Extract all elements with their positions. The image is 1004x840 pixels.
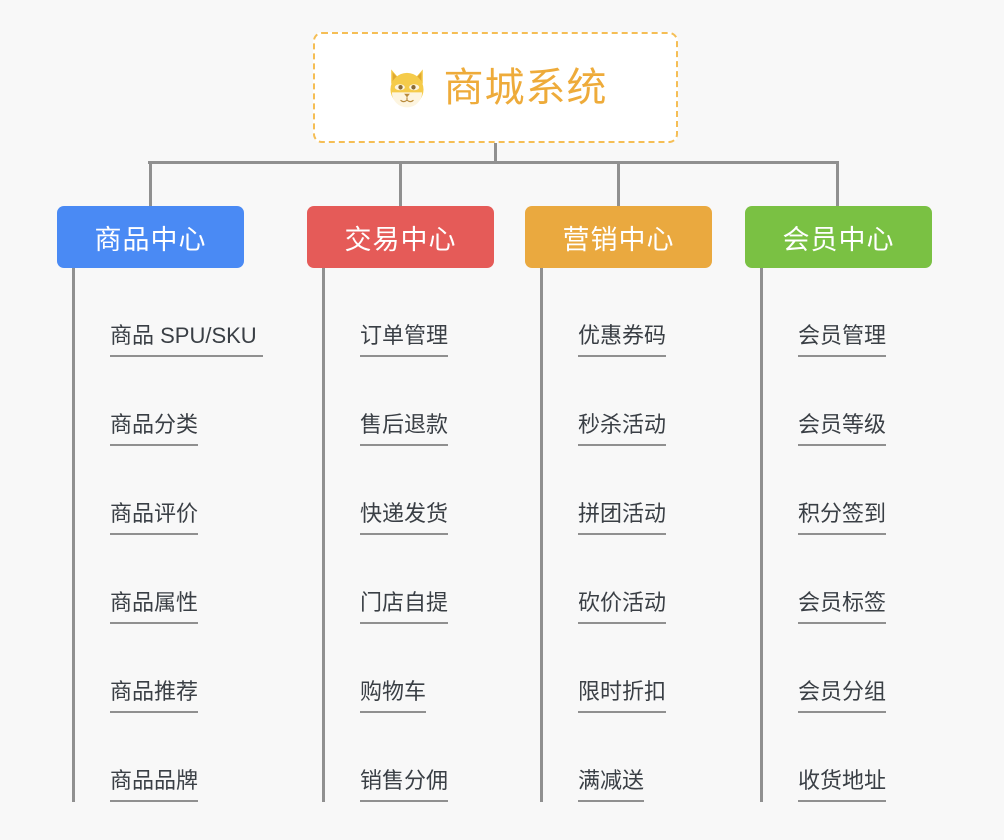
leaf-label: 会员管理 bbox=[798, 325, 887, 357]
leaf-label: 拼团活动 bbox=[578, 503, 667, 535]
leaf-label: 门店自提 bbox=[360, 592, 449, 624]
leaf-item[interactable]: 商品评价 bbox=[77, 446, 263, 535]
connector-drop-product-center bbox=[149, 161, 152, 206]
leaf-label: 购物车 bbox=[360, 681, 427, 713]
connector-drop-member-center bbox=[836, 161, 839, 206]
leaf-label: 商品属性 bbox=[110, 592, 199, 624]
leaf-label: 商品 SPU/SKU bbox=[110, 325, 263, 357]
leaf-item[interactable]: 满减送 bbox=[545, 713, 712, 802]
leaf-label: 会员等级 bbox=[798, 414, 887, 446]
branch-header-product-center[interactable]: 商品中心 bbox=[57, 206, 244, 268]
leaf-item[interactable]: 限时折扣 bbox=[545, 624, 712, 713]
branch-items-trade-center: 订单管理 售后退款 快递发货 门店自提 购物车 销售分佣 bbox=[322, 268, 494, 802]
branch-items-product-center: 商品 SPU/SKU 商品分类 商品评价 商品属性 商品推荐 商品品牌 bbox=[72, 268, 263, 802]
leaf-item[interactable]: 商品属性 bbox=[77, 535, 263, 624]
leaf-label: 商品评价 bbox=[110, 503, 199, 535]
connector-root-stem bbox=[494, 143, 497, 163]
leaf-item[interactable]: 秒杀活动 bbox=[545, 357, 712, 446]
leaf-item[interactable]: 商品分类 bbox=[77, 357, 263, 446]
shiba-dog-face-icon bbox=[389, 68, 424, 107]
leaf-label: 积分签到 bbox=[798, 503, 887, 535]
branch-trade-center: 交易中心 订单管理 售后退款 快递发货 门店自提 购物车 销售分佣 bbox=[307, 206, 494, 802]
leaf-item[interactable]: 会员等级 bbox=[765, 357, 932, 446]
leaf-item[interactable]: 快递发货 bbox=[327, 446, 494, 535]
leaf-item[interactable]: 售后退款 bbox=[327, 357, 494, 446]
leaf-label: 商品品牌 bbox=[110, 770, 199, 802]
branch-product-center: 商品中心 商品 SPU/SKU 商品分类 商品评价 商品属性 商品推荐 商品品牌 bbox=[57, 206, 263, 802]
leaf-item[interactable]: 会员管理 bbox=[765, 268, 932, 357]
branch-member-center: 会员中心 会员管理 会员等级 积分签到 会员标签 会员分组 收货地址 bbox=[745, 206, 932, 802]
leaf-item[interactable]: 收货地址 bbox=[765, 713, 932, 802]
leaf-item[interactable]: 门店自提 bbox=[327, 535, 494, 624]
branch-header-member-center[interactable]: 会员中心 bbox=[745, 206, 932, 268]
leaf-item[interactable]: 商品推荐 bbox=[77, 624, 263, 713]
leaf-label: 快递发货 bbox=[360, 503, 449, 535]
leaf-item[interactable]: 商品品牌 bbox=[77, 713, 263, 802]
leaf-label: 商品推荐 bbox=[110, 681, 199, 713]
branch-marketing-center: 营销中心 优惠券码 秒杀活动 拼团活动 砍价活动 限时折扣 满减送 bbox=[525, 206, 712, 802]
leaf-label: 售后退款 bbox=[360, 414, 449, 446]
leaf-label: 销售分佣 bbox=[360, 770, 449, 802]
leaf-item[interactable]: 商品 SPU/SKU bbox=[77, 268, 263, 357]
leaf-item[interactable]: 砍价活动 bbox=[545, 535, 712, 624]
branch-items-member-center: 会员管理 会员等级 积分签到 会员标签 会员分组 收货地址 bbox=[760, 268, 932, 802]
leaf-label: 限时折扣 bbox=[578, 681, 667, 713]
leaf-item[interactable]: 积分签到 bbox=[765, 446, 932, 535]
leaf-item[interactable]: 销售分佣 bbox=[327, 713, 494, 802]
leaf-item[interactable]: 拼团活动 bbox=[545, 446, 712, 535]
leaf-label: 砍价活动 bbox=[578, 592, 667, 624]
leaf-item[interactable]: 会员标签 bbox=[765, 535, 932, 624]
leaf-label: 会员标签 bbox=[798, 592, 887, 624]
leaf-label: 会员分组 bbox=[798, 681, 887, 713]
leaf-label: 订单管理 bbox=[360, 325, 449, 357]
branch-header-trade-center[interactable]: 交易中心 bbox=[307, 206, 494, 268]
leaf-label: 满减送 bbox=[578, 770, 645, 802]
branch-items-marketing-center: 优惠券码 秒杀活动 拼团活动 砍价活动 限时折扣 满减送 bbox=[540, 268, 712, 802]
leaf-item[interactable]: 订单管理 bbox=[327, 268, 494, 357]
leaf-label: 商品分类 bbox=[110, 414, 199, 446]
leaf-item[interactable]: 购物车 bbox=[327, 624, 494, 713]
connector-horizontal-bus bbox=[148, 161, 839, 164]
root-title: 商城系统 bbox=[443, 65, 608, 110]
leaf-item[interactable]: 会员分组 bbox=[765, 624, 932, 713]
root-node-mall-system[interactable]: 商城系统 bbox=[313, 32, 678, 143]
leaf-label: 收货地址 bbox=[798, 770, 887, 802]
leaf-label: 优惠券码 bbox=[578, 325, 667, 357]
branch-header-marketing-center[interactable]: 营销中心 bbox=[525, 206, 712, 268]
leaf-label: 秒杀活动 bbox=[578, 414, 667, 446]
connector-drop-trade-center bbox=[399, 161, 402, 206]
leaf-item[interactable]: 优惠券码 bbox=[545, 268, 712, 357]
connector-drop-marketing-center bbox=[617, 161, 620, 206]
